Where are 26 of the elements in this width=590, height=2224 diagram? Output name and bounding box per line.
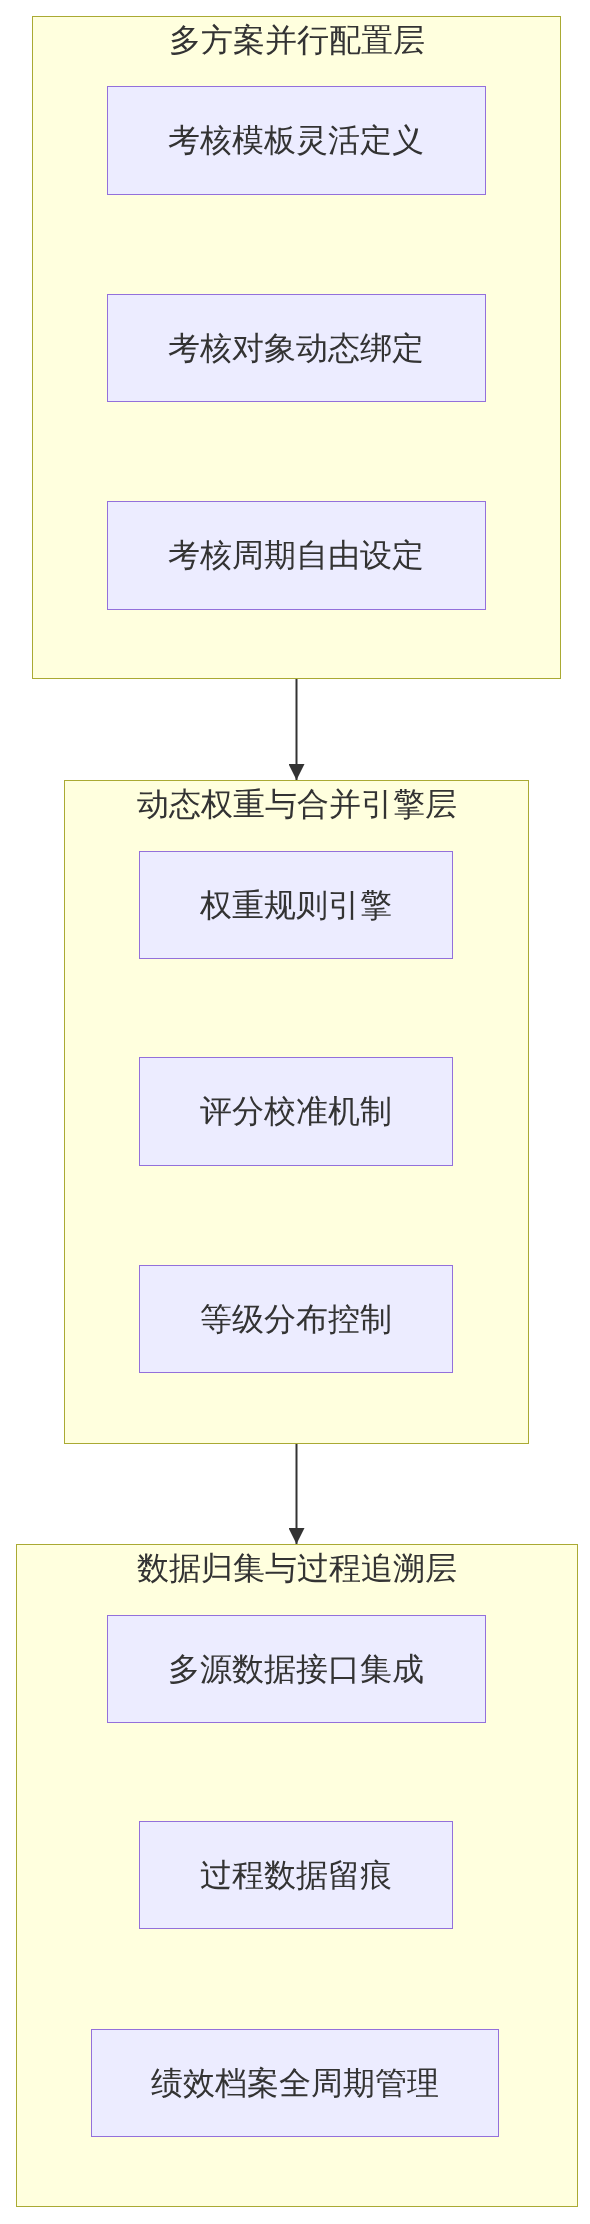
box-label: 过程数据留痕 xyxy=(199,1855,392,1894)
arrow xyxy=(288,1443,305,1545)
box-label: 评分校准机制 xyxy=(199,1092,392,1130)
layer-panel xyxy=(32,16,561,679)
box-label: 考核对象动态绑定 xyxy=(168,328,424,367)
process-box xyxy=(138,1056,453,1166)
process-box xyxy=(106,500,486,610)
box-label: 考核周期自由设定 xyxy=(168,536,424,574)
layer-panel xyxy=(16,1544,578,2207)
box-label: 权重规则引擎 xyxy=(199,885,392,924)
process-box xyxy=(138,1264,453,1373)
process-box xyxy=(138,1820,453,1929)
arrow xyxy=(288,678,305,781)
process-box xyxy=(106,293,486,402)
process-box xyxy=(138,850,453,959)
layer-title: 多方案并行配置层 xyxy=(168,21,425,59)
box-label: 考核模板灵活定义 xyxy=(168,121,424,159)
box-label: 等级分布控制 xyxy=(199,1299,392,1338)
process-box xyxy=(106,1614,486,1723)
process-box xyxy=(90,2028,499,2137)
layer-title: 动态权重与合并引擎层 xyxy=(136,785,457,823)
process-box xyxy=(106,85,486,195)
layer-title: 数据归集与过程追溯层 xyxy=(137,1549,457,1587)
box-label: 多源数据接口集成 xyxy=(168,1649,424,1688)
layer-panel xyxy=(64,780,529,1444)
box-label: 绩效档案全周期管理 xyxy=(150,2063,439,2102)
